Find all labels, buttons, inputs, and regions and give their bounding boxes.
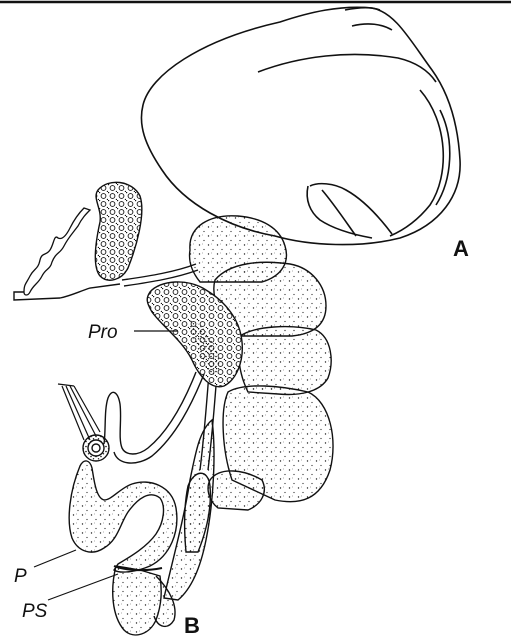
penis-coil: [83, 435, 109, 461]
panel-label-b: B: [184, 613, 200, 638]
reproductive-anatomy: [14, 182, 333, 635]
shell-outline: [141, 7, 460, 244]
label-ps: PS: [22, 601, 48, 622]
suture-2: [258, 54, 436, 82]
vas-deferens: [104, 372, 196, 454]
retractor-muscle: [58, 384, 100, 440]
lobe-3: [238, 327, 331, 395]
label-p: P: [14, 566, 27, 587]
label-pro: Pro: [88, 322, 118, 343]
leader-p: [34, 550, 76, 567]
shell-drawing: [141, 7, 460, 244]
panel-label-a: A: [453, 236, 469, 261]
leader-ps: [48, 574, 118, 600]
penis-sheath: [113, 566, 161, 635]
lobe-5: [208, 471, 264, 510]
flagellum: [24, 208, 90, 295]
vas-deferens-inner: [114, 374, 204, 463]
suture-1: [352, 24, 392, 30]
penis: [69, 461, 177, 572]
aperture-lip: [390, 90, 443, 236]
upper-gland: [95, 182, 141, 280]
